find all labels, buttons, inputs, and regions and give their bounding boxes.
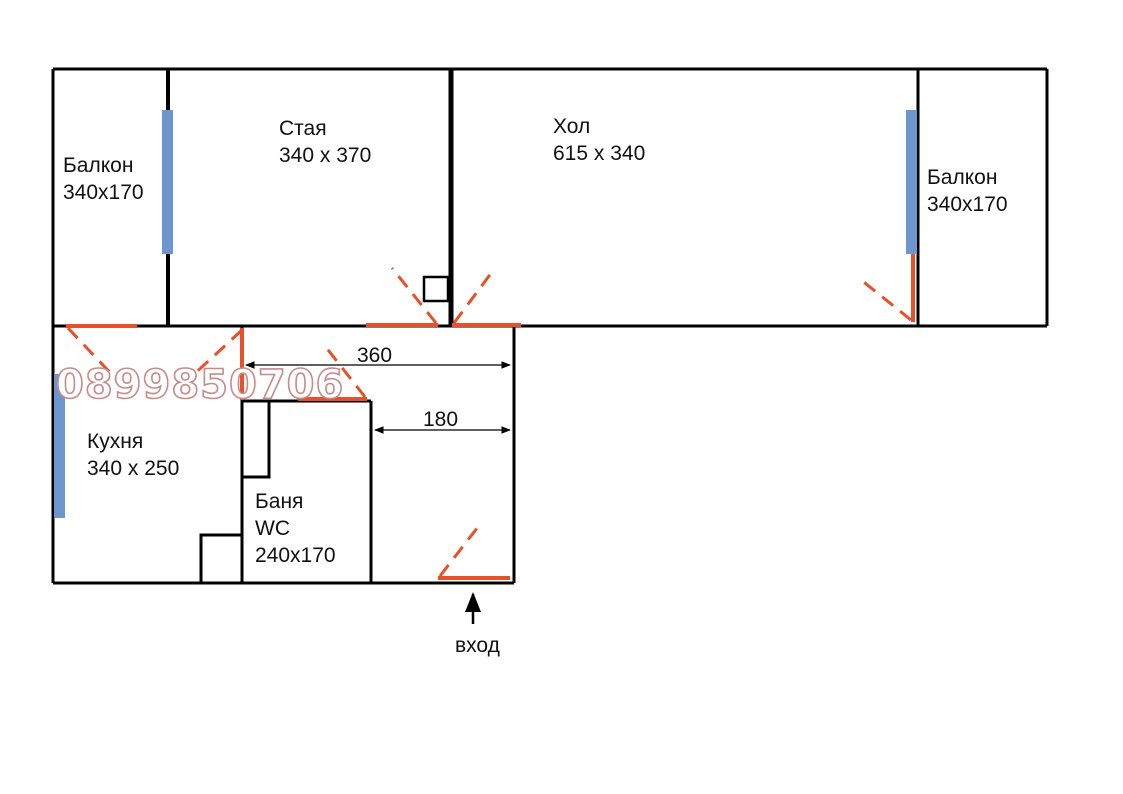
label-room: Стая 340 x 370 bbox=[279, 117, 371, 167]
window-kitchen bbox=[54, 374, 65, 518]
label-kitchen: Кухня 340 x 250 bbox=[87, 430, 179, 480]
room-name: Баня bbox=[255, 490, 303, 513]
window-balcony-left bbox=[162, 110, 173, 254]
door-hall-balcony bbox=[859, 254, 915, 322]
room-size: 340 x 370 bbox=[279, 144, 371, 167]
bath-closet bbox=[240, 399, 271, 479]
entrance-label: вход bbox=[455, 634, 500, 657]
dimension-label-180: 180 bbox=[423, 408, 458, 431]
label-balcony-right: Балкон 340x170 bbox=[927, 166, 1008, 216]
room-size: 340x170 bbox=[927, 193, 1008, 216]
room-size: 240x170 bbox=[255, 544, 336, 567]
room-name: Балкон bbox=[927, 166, 997, 189]
room-name: Стая bbox=[279, 117, 327, 140]
room-name: Балкон bbox=[63, 154, 133, 177]
room-size: 340 x 250 bbox=[87, 457, 179, 480]
label-bath: Баня WC 240x170 bbox=[255, 490, 336, 567]
door-room bbox=[366, 267, 438, 327]
door-kitchen-balcony bbox=[66, 324, 137, 383]
room-size: 340x170 bbox=[63, 181, 144, 204]
dimension-corridor: 360 bbox=[245, 344, 511, 369]
door-kitchen bbox=[188, 328, 244, 400]
entrance: вход bbox=[455, 592, 500, 657]
room-name-2: WC bbox=[255, 517, 290, 540]
kitchen-shaft bbox=[199, 533, 244, 585]
walls bbox=[51, 67, 1049, 585]
door-entrance bbox=[438, 522, 510, 580]
room-name: Хол bbox=[553, 115, 590, 138]
room-size: 615 x 340 bbox=[553, 142, 645, 165]
label-hall: Хол 615 x 340 bbox=[553, 115, 645, 165]
door-hall bbox=[452, 271, 521, 327]
window-balcony-right bbox=[906, 110, 917, 254]
watermark-phone: 0899850706 bbox=[56, 362, 344, 408]
door-bath bbox=[298, 345, 367, 401]
dimension-label-360: 360 bbox=[357, 344, 392, 367]
room-name: Кухня bbox=[87, 430, 143, 453]
dimension-entry: 180 bbox=[374, 408, 511, 434]
windows bbox=[54, 110, 917, 518]
label-balcony-left: Балкон 340x170 bbox=[63, 154, 144, 204]
doors bbox=[66, 254, 915, 580]
column bbox=[422, 275, 450, 303]
